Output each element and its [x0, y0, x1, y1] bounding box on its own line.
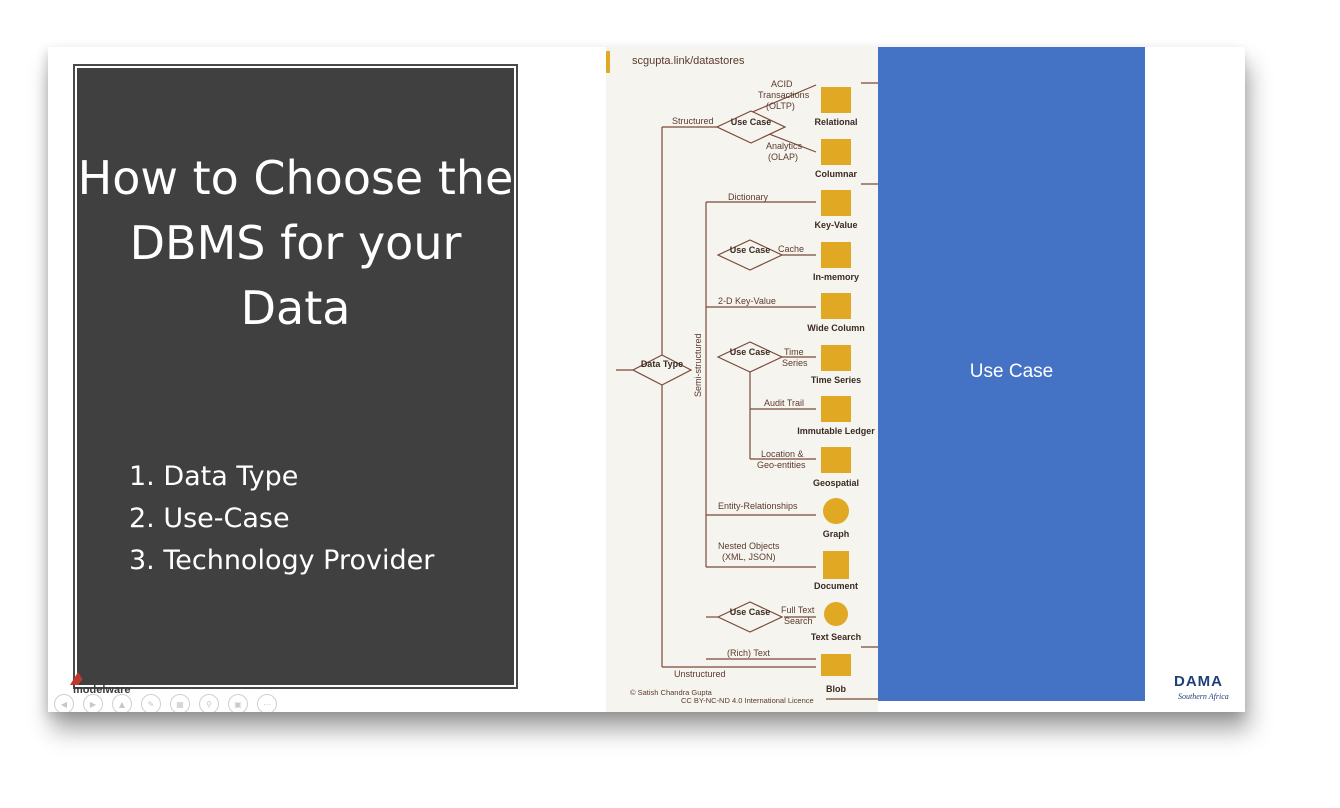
- store-label: Time Series: [811, 375, 861, 385]
- modelware-icon: [70, 672, 94, 685]
- step-item: 3. Technology Provider: [129, 545, 435, 576]
- datastore-diagram: scgupta.link/datastores: [606, 47, 878, 712]
- slides-grid-icon[interactable]: ▦: [170, 694, 190, 712]
- dama-logo: DAMA Southern Africa: [1168, 671, 1238, 703]
- pointer-icon[interactable]: ▲: [112, 694, 132, 712]
- edge-label: (OLTP): [766, 101, 795, 111]
- diagram-url: scgupta.link/datastores: [632, 55, 745, 67]
- use-case-label: Use Case: [730, 245, 771, 255]
- columnar-icon: [821, 139, 851, 165]
- edge-label: ACID: [771, 79, 793, 89]
- store-label: Graph: [823, 529, 850, 539]
- edge-label: Transactions: [758, 90, 810, 100]
- license-text: CC BY-NC-ND 4.0 International Licence: [681, 696, 814, 705]
- edge-label: Dictionary: [728, 192, 769, 202]
- edge-label: Geo-entities: [757, 460, 806, 470]
- pen-icon[interactable]: ✎: [141, 694, 161, 712]
- use-case-label: Use Case: [730, 607, 771, 617]
- edge-label: Analytics: [766, 141, 803, 151]
- data-type-label: Data Type: [641, 359, 683, 369]
- store-label: Columnar: [815, 169, 858, 179]
- branch-label: Semi-structured: [693, 333, 703, 397]
- edge-label: (Rich) Text: [727, 648, 770, 658]
- slide: How to Choose the DBMS for your Data 1. …: [48, 47, 1245, 712]
- edge-label: Audit Trail: [764, 398, 804, 408]
- dama-subtext: Southern Africa: [1178, 692, 1229, 701]
- url-accent: [606, 51, 610, 73]
- more-options-icon[interactable]: ⋯: [257, 694, 277, 712]
- data-type-diamond: [631, 354, 693, 386]
- next-icon[interactable]: ▶: [83, 694, 103, 712]
- slideshow-controls: ◀ ▶ ▲ ✎ ▦ ⚲ ▣ ⋯: [54, 694, 277, 712]
- branch-label: Unstructured: [674, 669, 726, 679]
- document-icon: [823, 551, 849, 579]
- step-item: 1. Data Type: [129, 461, 299, 492]
- slide-title: How to Choose the DBMS for your Data: [77, 151, 514, 335]
- dama-text: DAMA: [1174, 673, 1223, 690]
- edge-label: Cache: [778, 244, 804, 254]
- edge-label: (XML, JSON): [722, 552, 776, 562]
- store-label: Geospatial: [813, 478, 859, 488]
- edge-label: Search: [784, 616, 813, 626]
- ledger-icon: [821, 396, 851, 422]
- store-label: Wide Column: [807, 323, 864, 333]
- store-label: Text Search: [811, 632, 861, 642]
- modelware-logo: modelware: [68, 669, 138, 699]
- graph-icon: [823, 498, 849, 524]
- store-label: Relational: [814, 117, 857, 127]
- edge-label: (OLAP): [768, 152, 798, 162]
- diagram-svg: scgupta.link/datastores: [606, 51, 878, 705]
- title-panel: How to Choose the DBMS for your Data 1. …: [73, 64, 518, 689]
- store-label: Blob: [826, 684, 846, 694]
- use-case-label: Use Case: [731, 117, 772, 127]
- geospatial-icon: [821, 447, 851, 473]
- edge-label: Entity-Relationships: [718, 501, 798, 511]
- use-case-diamond: [716, 341, 784, 373]
- use-case-diamond: [716, 601, 784, 633]
- branch-label: Structured: [672, 116, 714, 126]
- edge-label: Time: [784, 347, 804, 357]
- store-label: Key-Value: [814, 220, 857, 230]
- credit-text: © Satish Chandra Gupta: [630, 688, 713, 697]
- key-value-icon: [821, 190, 851, 216]
- edge-label: Nested Objects: [718, 541, 780, 551]
- edge-label: Full Text: [781, 605, 815, 615]
- edge-label: Location &: [761, 449, 804, 459]
- use-case-diamond: [715, 110, 787, 144]
- zoom-icon[interactable]: ⚲: [199, 694, 219, 712]
- use-case-diamond: [716, 239, 784, 271]
- store-label: Document: [814, 581, 858, 591]
- text-search-icon: [824, 602, 848, 626]
- relational-icon: [821, 87, 851, 113]
- previous-icon[interactable]: ◀: [54, 694, 74, 712]
- overlay-label: Use Case: [969, 361, 1054, 382]
- modelware-text: modelware: [73, 684, 131, 696]
- time-series-icon: [821, 345, 851, 371]
- in-memory-icon: [821, 242, 851, 268]
- wide-column-icon: [821, 293, 851, 319]
- steps-list: 1. Data Type 2. Use-Case 3. Technology P…: [129, 456, 434, 582]
- edge-label: 2-D Key-Value: [718, 296, 776, 306]
- edge-label: Series: [782, 358, 808, 368]
- blob-icon: [821, 654, 851, 676]
- store-label: Immutable Ledger: [797, 426, 875, 436]
- use-case-label: Use Case: [730, 347, 771, 357]
- screen-icon[interactable]: ▣: [228, 694, 248, 712]
- step-item: 2. Use-Case: [129, 503, 290, 534]
- use-case-overlay: Use Case: [878, 47, 1145, 701]
- store-label: In-memory: [813, 272, 859, 282]
